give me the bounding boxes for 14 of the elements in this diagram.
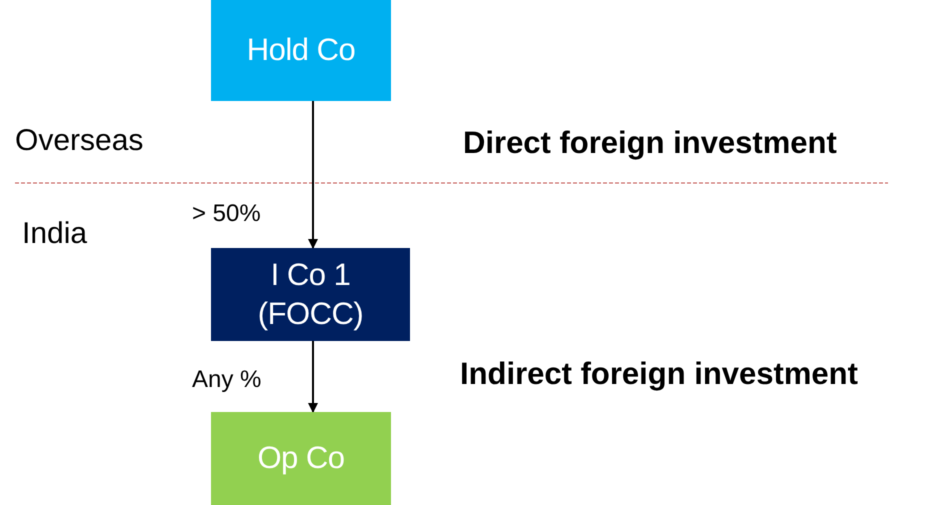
entity-box [211, 0, 391, 101]
edge-label: > 50% [192, 200, 261, 228]
entity-box [211, 248, 410, 341]
entity-name: Hold Co [246, 31, 356, 70]
entity-name: Op Co [257, 439, 345, 478]
section-heading: Direct foreign investment [463, 125, 837, 161]
entity-box [211, 412, 391, 505]
edge-label: Any % [192, 366, 262, 394]
entity-name: I Co 1 (FOCC) [256, 256, 364, 332]
arrow [308, 341, 318, 413]
section-heading: Indirect foreign investment [460, 356, 858, 392]
region-label: India [22, 217, 88, 251]
region-label: Overseas [15, 124, 144, 158]
arrow [308, 101, 318, 249]
